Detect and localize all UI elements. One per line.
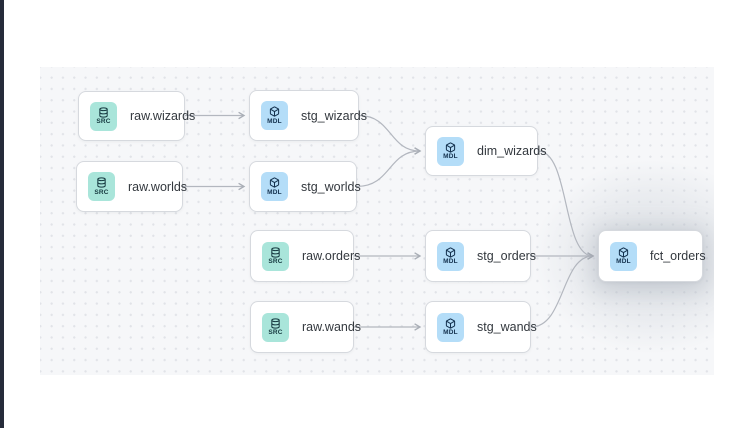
- edge-stg-worlds-to-dim-wizards: [356, 147, 422, 188]
- node-label: dim_wizards: [477, 144, 547, 158]
- node-stg-wands[interactable]: MDL stg_wands: [425, 301, 537, 353]
- model-badge: MDL: [261, 101, 288, 130]
- node-label: raw.wands: [302, 320, 362, 334]
- node-label: stg_wands: [477, 320, 537, 334]
- node-fct-orders[interactable]: MDL fct_orders: [598, 230, 706, 282]
- database-icon: [270, 317, 281, 329]
- lineage-canvas[interactable]: SRC raw.wizards SRC raw.worlds SRC raw.o…: [40, 67, 714, 375]
- badge-label: SRC: [268, 258, 283, 265]
- node-raw-wizards[interactable]: SRC raw.wizards: [78, 91, 195, 141]
- source-badge: SRC: [262, 241, 289, 271]
- database-icon: [98, 106, 109, 118]
- cube-icon: [269, 177, 280, 188]
- node-label: stg_orders: [477, 249, 537, 263]
- database-icon: [96, 177, 107, 188]
- window-left-edge: [0, 0, 4, 428]
- badge-label: MDL: [267, 117, 282, 125]
- node-raw-wands[interactable]: SRC raw.wands: [250, 301, 361, 353]
- node-raw-worlds[interactable]: SRC raw.worlds: [76, 161, 187, 212]
- node-label: stg_wizards: [301, 108, 367, 123]
- node-raw-orders[interactable]: SRC raw.orders: [250, 230, 360, 282]
- badge-label: MDL: [443, 153, 458, 160]
- cube-icon: [445, 246, 456, 258]
- source-badge: SRC: [262, 312, 289, 342]
- model-badge: MDL: [437, 312, 464, 342]
- model-badge: MDL: [437, 241, 464, 271]
- model-badge: MDL: [437, 136, 464, 166]
- source-badge: SRC: [88, 172, 115, 201]
- badge-label: MDL: [443, 329, 458, 336]
- node-stg-orders[interactable]: MDL stg_orders: [425, 230, 536, 282]
- badge-label: SRC: [96, 118, 111, 125]
- edge-stg-wizards-to-dim-wizards: [358, 114, 422, 155]
- node-label: fct_orders: [650, 249, 706, 263]
- source-badge: SRC: [90, 101, 117, 131]
- badge-label: SRC: [268, 329, 283, 336]
- node-label: stg_worlds: [301, 179, 361, 194]
- edge-dim-wizards-to-fct-orders: [537, 150, 595, 260]
- badge-label: MDL: [267, 188, 282, 196]
- cube-icon: [445, 141, 456, 153]
- edge-layer: [183, 111, 595, 331]
- node-label: raw.wizards: [130, 109, 196, 123]
- badge-label: MDL: [616, 258, 631, 265]
- badge-label: MDL: [443, 258, 458, 265]
- cube-icon: [618, 246, 629, 258]
- database-icon: [270, 246, 281, 258]
- edge-stg-wands-to-fct-orders: [530, 252, 595, 328]
- node-dim-wizards[interactable]: MDL dim_wizards: [425, 126, 546, 176]
- node-stg-worlds[interactable]: MDL stg_worlds: [249, 161, 361, 212]
- node-stg-wizards[interactable]: MDL stg_wizards: [249, 90, 367, 141]
- model-badge: MDL: [610, 241, 637, 271]
- model-badge: MDL: [261, 172, 288, 201]
- cube-icon: [269, 106, 280, 117]
- badge-label: SRC: [94, 188, 109, 196]
- node-label: raw.orders: [302, 249, 361, 263]
- cube-icon: [445, 317, 456, 329]
- node-label: raw.worlds: [128, 179, 188, 194]
